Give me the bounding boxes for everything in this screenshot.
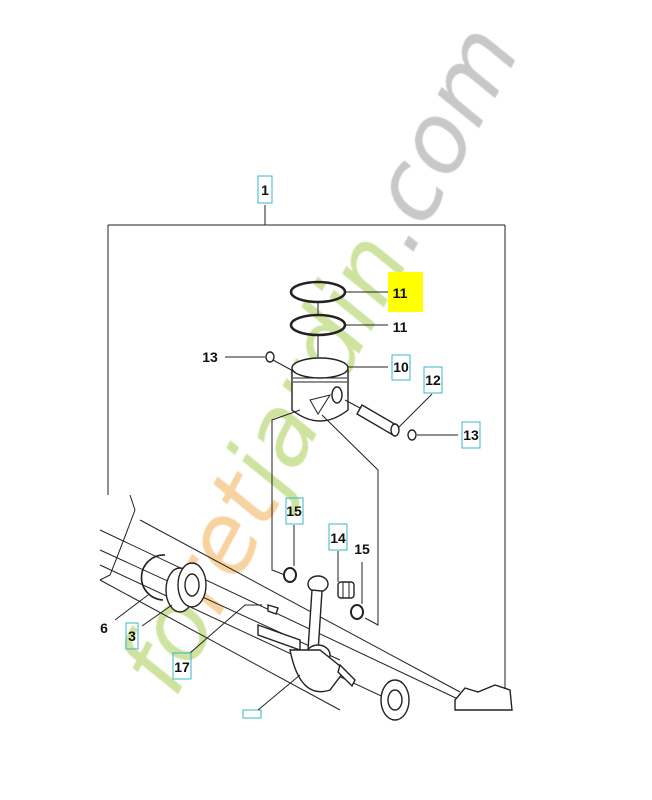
svg-text:13: 13 <box>202 349 218 365</box>
svg-text:15: 15 <box>354 541 370 557</box>
callout-piston-ring-top[interactable]: 11 <box>388 272 423 312</box>
piston-pin-clip-left[interactable] <box>265 351 275 363</box>
assembly-frame <box>107 205 506 695</box>
callout-piston-pin[interactable]: 12 <box>423 366 443 394</box>
crankshaft[interactable] <box>257 624 356 693</box>
svg-text:15: 15 <box>286 503 302 519</box>
callout-piston[interactable]: 10 <box>391 354 411 381</box>
main-bearing-right <box>380 679 410 721</box>
svg-text:12: 12 <box>425 372 441 388</box>
svg-text:11: 11 <box>393 319 408 335</box>
svg-text:10: 10 <box>393 359 409 375</box>
piston-ring-top[interactable] <box>289 280 347 304</box>
svg-text:1: 1 <box>261 182 269 198</box>
crankcase-fragment-right <box>454 684 513 711</box>
svg-text:3: 3 <box>128 628 136 644</box>
piston-ring-second[interactable] <box>289 313 347 337</box>
callout-bearing[interactable]: 3 <box>125 622 139 650</box>
piston[interactable] <box>291 357 349 422</box>
callout-key[interactable]: 17 <box>172 652 192 680</box>
piston-pin[interactable] <box>356 404 400 437</box>
thrust-washer-bottom[interactable] <box>350 604 364 620</box>
callout-assembly[interactable]: 1 <box>257 175 273 204</box>
woodruff-key[interactable] <box>267 604 279 615</box>
svg-text:17: 17 <box>174 659 190 675</box>
callout-piston-ring-second[interactable]: 11 <box>393 319 408 335</box>
svg-text:11: 11 <box>393 285 408 301</box>
callout-needle-bearing[interactable]: 14 <box>328 523 348 551</box>
callout-washer-top[interactable]: 15 <box>285 497 304 525</box>
main-bearing[interactable] <box>165 562 207 613</box>
callout-washer-bottom[interactable]: 15 <box>354 541 370 557</box>
callout-circlip[interactable]: 6 <box>100 620 108 636</box>
circlip[interactable] <box>140 554 166 601</box>
svg-text:13: 13 <box>463 427 479 443</box>
connecting-frame <box>271 409 379 626</box>
svg-text:6: 6 <box>100 620 108 636</box>
needle-bearing[interactable] <box>337 581 355 599</box>
piston-pin-clip-right[interactable] <box>407 429 417 441</box>
crankcase-fragment-left <box>99 494 136 581</box>
crankshaft-axis-lines <box>99 519 461 711</box>
label-box-partial <box>242 709 262 719</box>
thrust-washer-top[interactable] <box>283 567 297 583</box>
svg-text:14: 14 <box>330 530 346 546</box>
callout-clip-right[interactable]: 13 <box>461 421 481 449</box>
callout-clip-left[interactable]: 13 <box>202 349 218 365</box>
